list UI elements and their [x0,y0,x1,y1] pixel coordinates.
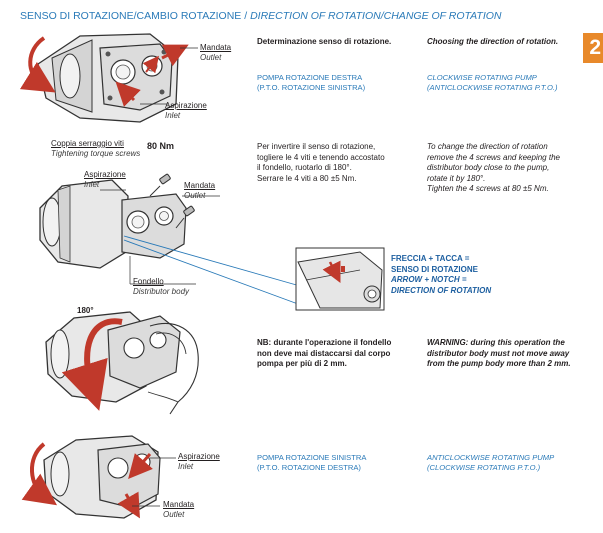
label-outlet-2: Mandata Outlet [184,181,215,200]
label-mandata: Mandata [200,43,232,52]
pump-en-line-2: (CLOCKWISE ROTATING P.T.O.) [427,463,541,472]
nb-it-line: NB: durante l'operazione il fondello [257,338,392,347]
choose-direction-en: Choosing the direction of rotation. [427,37,559,46]
label-inlet: Inlet [165,110,181,120]
instructions-en: To change the direction of rotation remo… [427,142,583,195]
section-header: SENSO DI ROTAZIONE/CAMBIO ROTAZIONE / DI… [20,10,501,22]
instr-en-line: Tighten the 4 screws at 80 ±5 Nm. [427,184,549,193]
nb-it: NB: durante l'operazione il fondello non… [257,338,409,370]
nb-it-line: non deve mai distaccarsi dal corpo [257,348,391,358]
pump-en-line-1: CLOCKWISE ROTATING PUMP [427,73,537,82]
nb-it-line: pompa per più di 2 mm. [257,359,347,368]
label-inlet-4: Aspirazione Inlet [178,452,220,471]
label-outlet: Outlet [184,190,206,200]
rotation-angle: 180° [77,306,94,315]
instr-en-line: To change the direction of rotation [427,142,548,151]
instr-en-line: distributor body close to the pump, [427,163,550,172]
pump-type-en-2: ANTICLOCKWISE ROTATING PUMP (CLOCKWISE R… [427,453,554,473]
label-outlet-4: Mandata Outlet [163,500,194,519]
pump-type-en-1: CLOCKWISE ROTATING PUMP (ANTICLOCKWISE R… [427,73,558,93]
detail-it-line-1: FRECCIA + TACCA = [391,254,470,263]
detail-it-line-2: SENSO DI ROTAZIONE [391,264,478,274]
header-title-en: DIRECTION OF ROTATION/CHANGE OF ROTATION [250,10,502,22]
label-aspirazione: Aspirazione [84,170,126,179]
detail-en-line-1: ARROW + NOTCH = [391,275,467,284]
detail-en-line-2: DIRECTION OF ROTATION [391,285,492,295]
instr-en-line: remove the 4 screws and keeping the [427,152,560,162]
instructions-it: Per invertire il senso di rotazione, tog… [257,142,409,184]
label-aspirazione: Aspirazione [178,452,220,461]
page-number-tab: 2 [583,33,603,63]
label-mandata: Mandata [163,500,195,509]
pump-type-it-2: POMPA ROTAZIONE SINISTRA (P.T.O. ROTAZIO… [257,453,366,473]
nb-en-line: WARNING: during this operation the [427,338,565,347]
label-inlet: Inlet [84,179,100,189]
label-inlet-2: Aspirazione Inlet [84,170,126,189]
label-outlet-1: Mandata Outlet [200,43,231,62]
instr-it-line: Per invertire il senso di rotazione, [257,142,376,151]
nb-en-line: from the pump body more than 2 mm. [427,359,571,368]
torque-value: 80 Nm [147,141,175,151]
nb-en-line: distributor body must not move away [427,348,570,358]
pump-it-line-2: (P.T.O. ROTAZIONE SINISTRA) [257,83,366,92]
instr-en-line: rotate it by 180°. [427,173,486,183]
label-inlet-1: Aspirazione Inlet [165,101,207,120]
pump-illustration-anticlockwise [21,435,176,519]
nb-en: WARNING: during this operation the distr… [427,338,583,370]
label-outlet: Outlet [200,52,222,62]
pump-en-line-2: (ANTICLOCKWISE ROTATING P.T.O.) [427,83,558,92]
instr-it-line: Serrare le 4 viti a 80 ±5 Nm. [257,173,357,183]
label-distributor-body: Fondello Distributor body [133,277,189,296]
pump-illustration-rotating [45,311,199,415]
pump-illustration-clockwise [19,33,198,123]
header-title-it: SENSO DI ROTAZIONE/CAMBIO ROTAZIONE [20,10,242,22]
pump-illustration-exploded [39,173,301,305]
pump-it-line-1: POMPA ROTAZIONE DESTRA [257,73,363,82]
pump-en-line-1: ANTICLOCKWISE ROTATING PUMP [427,453,555,462]
label-outlet: Outlet [163,509,185,519]
instr-it-line: togliere le 4 viti e tenendo accostato [257,152,385,162]
torque-label: Coppia serraggio viti Tightening torque … [51,139,140,158]
detail-caption: FRECCIA + TACCA = SENSO DI ROTAZIONE ARR… [391,254,491,296]
pump-type-it-1: POMPA ROTAZIONE DESTRA (P.T.O. ROTAZIONE… [257,73,365,93]
label-distributor: Distributor body [133,286,190,296]
torque-it: Coppia serraggio viti [51,139,124,148]
choose-direction-it: Determinazione senso di rotazione. [257,37,392,46]
label-inlet: Inlet [178,461,194,471]
label-fondello: Fondello [133,277,164,286]
torque-en: Tightening torque screws [51,148,141,158]
label-aspirazione: Aspirazione [165,101,207,110]
header-separator: / [241,10,251,22]
pump-it-line-2: (P.T.O. ROTAZIONE DESTRA) [257,463,361,472]
instr-it-line: il fondello, ruotarlo di 180°. [257,163,352,172]
pump-it-line-1: POMPA ROTAZIONE SINISTRA [257,453,367,462]
label-mandata: Mandata [184,181,216,190]
detail-inset [295,247,385,311]
